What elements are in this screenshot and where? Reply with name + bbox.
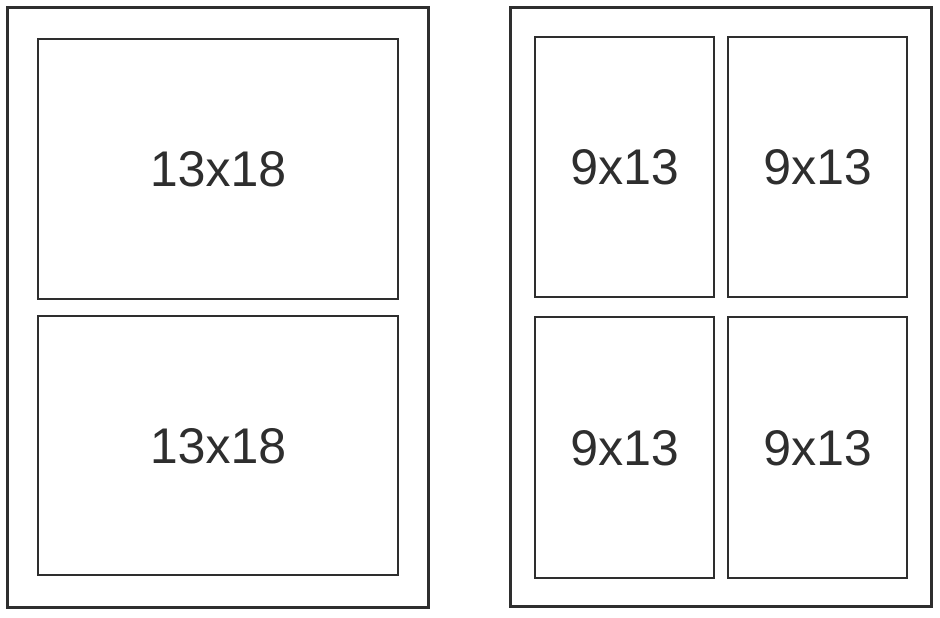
opening-size-label: 9x13 [570,419,679,476]
opening-size-label: 9x13 [763,139,872,195]
opening-size-label: 13x18 [149,417,287,474]
photo-opening-9x13-bottom-left: 9x13 [534,316,715,579]
photo-opening-13x18-top: 13x18 [37,38,399,300]
opening-size-label: 9x13 [570,139,679,195]
opening-size-label: 9x13 [763,419,872,476]
photo-opening-9x13-bottom-right: 9x13 [727,316,908,579]
opening-size-label: 13x18 [149,141,287,197]
frame-four-openings: 9x13 9x13 9x13 9x13 [509,6,933,608]
frame-two-openings: 13x18 13x18 [6,6,430,609]
photo-opening-13x18-bottom: 13x18 [37,315,399,576]
photo-opening-9x13-top-right: 9x13 [727,36,908,298]
photo-opening-9x13-top-left: 9x13 [534,36,715,298]
